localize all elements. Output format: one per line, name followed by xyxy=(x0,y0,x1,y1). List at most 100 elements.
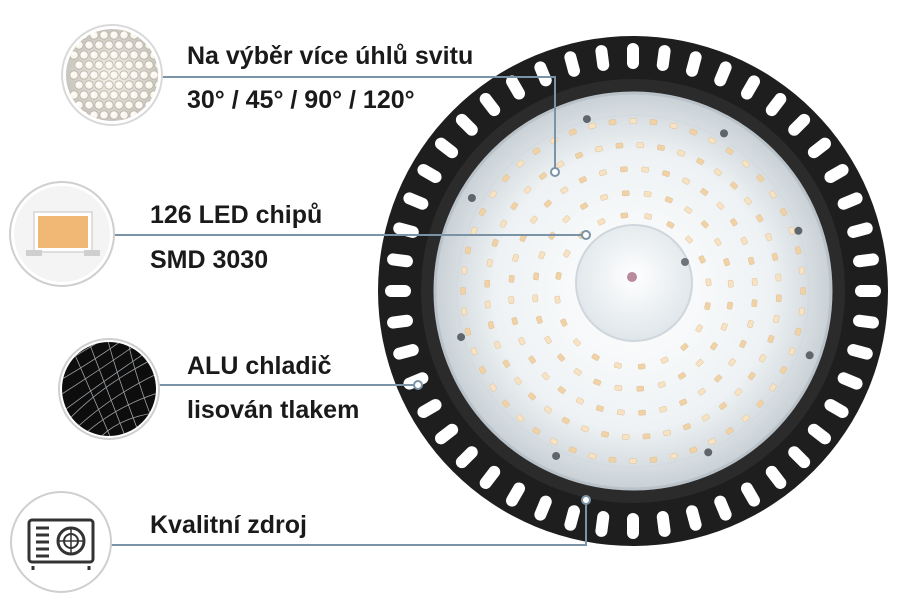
lens-dot xyxy=(104,80,114,90)
led-chip xyxy=(588,452,597,460)
lens-screw xyxy=(457,333,466,342)
led-chip xyxy=(696,157,705,166)
led-chip xyxy=(758,354,767,363)
led-chip xyxy=(608,456,617,463)
led-chip xyxy=(700,220,709,229)
led-chip xyxy=(514,376,522,386)
led-chip xyxy=(649,119,658,126)
fin-slot-group xyxy=(824,164,849,183)
led-chip xyxy=(644,213,653,220)
led-chip xyxy=(595,405,604,412)
fin-slot-group xyxy=(435,137,459,159)
led-chip xyxy=(501,174,510,183)
lens-dot-highlight xyxy=(96,82,100,86)
fin-slot-group xyxy=(387,253,413,268)
lens-dot-highlight xyxy=(136,42,140,46)
led-chip xyxy=(794,246,802,255)
led-chip xyxy=(751,278,758,286)
lens-dot-highlight xyxy=(101,112,105,116)
fin-slot xyxy=(385,285,411,297)
led-chip xyxy=(629,458,637,464)
led-chip xyxy=(727,279,734,288)
lens-dot xyxy=(144,80,154,90)
led-chip xyxy=(464,327,472,336)
fin-slot xyxy=(595,511,610,537)
fin-slot xyxy=(387,253,413,268)
fin-slot-group xyxy=(627,513,639,539)
fin-slot-group xyxy=(479,465,501,489)
lens-dot-highlight xyxy=(131,72,135,76)
led-chip xyxy=(698,255,706,264)
lens-dot-highlight xyxy=(96,42,100,46)
lens-screw xyxy=(704,448,713,457)
led-chip xyxy=(502,359,511,368)
led-chip xyxy=(616,409,625,416)
lens-dot xyxy=(109,50,119,60)
lens-dot-highlight xyxy=(156,42,158,46)
fin-slot-group xyxy=(595,511,610,537)
fin-slot-group xyxy=(853,253,879,268)
fin-slot-group xyxy=(393,344,419,360)
led-chip xyxy=(579,202,589,210)
led-chip xyxy=(573,338,581,347)
led-chip xyxy=(541,372,550,381)
led-rings xyxy=(460,118,806,464)
lens-dot-highlight xyxy=(121,92,125,96)
fin-slot xyxy=(403,192,429,210)
led-chip xyxy=(499,219,508,228)
led-chip xyxy=(798,266,805,275)
lens-dot xyxy=(109,90,119,100)
led-chip xyxy=(739,339,747,349)
fin-slot-group xyxy=(855,285,881,297)
led-chip xyxy=(700,188,709,196)
lens-dot-highlight xyxy=(76,102,80,106)
leader-dot-beam-angle xyxy=(550,167,560,177)
fin-slot-group xyxy=(534,61,552,87)
led-chip xyxy=(523,185,532,195)
led-chip xyxy=(532,147,541,155)
led-chip xyxy=(669,122,678,130)
fin-slot xyxy=(686,505,702,531)
led-chip xyxy=(460,287,466,295)
led-chip xyxy=(578,176,587,184)
lens-dot-highlight xyxy=(96,102,100,106)
led-chip xyxy=(608,119,617,126)
fin-slot-group xyxy=(595,45,610,71)
led-chip xyxy=(716,201,725,210)
lens-dot xyxy=(139,70,149,80)
lens-dot xyxy=(144,60,154,70)
center-screw xyxy=(681,258,689,266)
led-chip xyxy=(664,196,673,204)
fin-slot xyxy=(595,45,610,71)
fin-slot xyxy=(435,137,459,159)
lens-dot-highlight xyxy=(96,62,100,66)
led-chip xyxy=(751,299,758,308)
lens-dot xyxy=(94,80,104,90)
lens-dot-highlight xyxy=(151,72,155,76)
led-chip xyxy=(663,429,672,437)
led-chip xyxy=(660,356,669,364)
lens-dot xyxy=(99,110,109,120)
led-chip xyxy=(489,190,497,199)
fin-slot-group xyxy=(686,505,702,531)
center-cap xyxy=(575,224,693,342)
led-chip xyxy=(689,446,698,454)
led-chip xyxy=(560,186,569,195)
lens-dot-highlight xyxy=(121,112,125,116)
led-chip xyxy=(747,256,755,265)
lens-dot-highlight xyxy=(76,82,80,86)
lens-dot xyxy=(74,60,84,70)
lens-dot-highlight xyxy=(146,62,150,66)
lens-dot-highlight xyxy=(91,72,95,76)
led-chip xyxy=(620,166,628,173)
fin-slot xyxy=(564,51,580,77)
aluminium-heatsink-mesh-icon xyxy=(57,337,161,446)
led-chip xyxy=(543,405,553,414)
fin-slot xyxy=(807,137,831,159)
led-chip xyxy=(557,386,566,394)
lens-dot xyxy=(99,90,109,100)
led-chip xyxy=(486,259,493,267)
led-chip xyxy=(713,168,723,177)
lens-dot-highlight xyxy=(106,62,110,66)
